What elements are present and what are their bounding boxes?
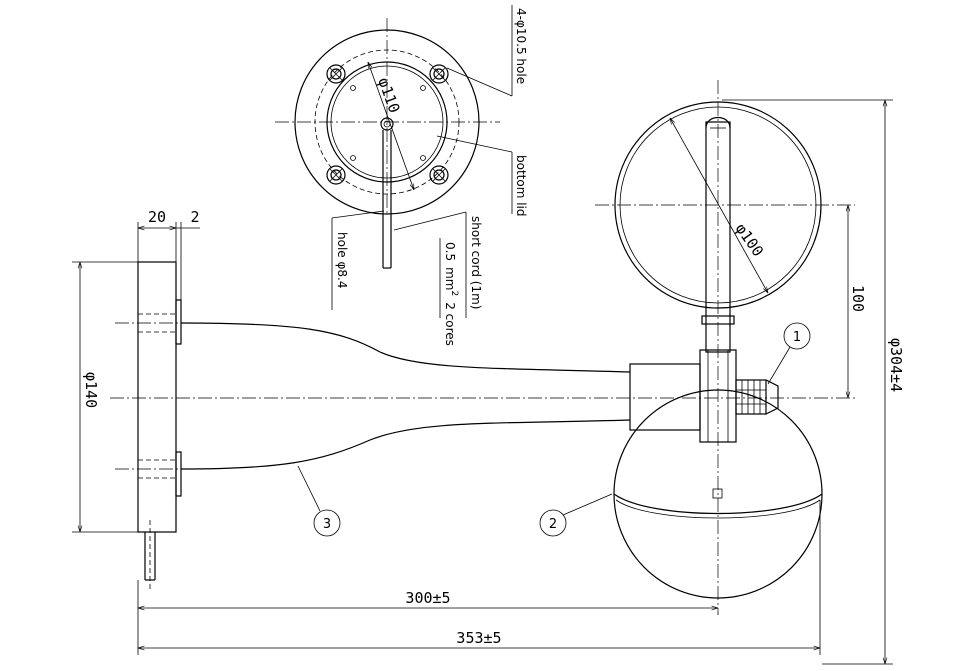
callout-1: 1 xyxy=(767,322,811,385)
flange-step-lower xyxy=(175,451,182,497)
float-dia-label: φ304±4 xyxy=(887,338,905,392)
flange-body xyxy=(137,261,177,533)
arm-length-label: 300±5 xyxy=(405,589,450,607)
arm-upper-edge xyxy=(180,322,631,373)
screw xyxy=(420,85,426,91)
top-view: φ110 4-φ10.5 hole bottom lid hole φ8.4 s… xyxy=(275,5,528,346)
switch-housing xyxy=(629,363,701,431)
svg-text:3: 3 xyxy=(323,517,331,532)
bottom-lid-leader xyxy=(436,135,513,153)
mount-hole xyxy=(429,165,449,185)
mount-hole-leader xyxy=(446,67,513,97)
mount-hole xyxy=(326,64,346,84)
flange-step xyxy=(175,299,182,345)
callout-2: 2 xyxy=(539,493,613,537)
cord-hole-leader xyxy=(331,210,385,219)
pcd-dim-line xyxy=(368,62,414,190)
flange-width-label: 20 xyxy=(148,208,166,226)
mount-hole-label: 4-φ10.5 hole xyxy=(514,8,528,84)
switch-dia-label: φ100 xyxy=(732,220,767,260)
arm-lower-edge xyxy=(180,419,631,470)
mount-hole xyxy=(429,64,449,84)
screw xyxy=(350,155,356,161)
pcd-label: φ110 xyxy=(374,75,403,115)
svg-text:1: 1 xyxy=(793,330,801,345)
side-view: φ100 1 2 3 20 2 xyxy=(72,80,905,665)
bottom-lid-label: bottom lid xyxy=(514,155,528,217)
total-length-label: 353±5 xyxy=(456,629,501,647)
screw xyxy=(420,155,426,161)
cord-hole-label: hole φ8.4 xyxy=(335,232,349,288)
flange-step-label: 2 xyxy=(190,208,199,226)
callout-3: 3 xyxy=(297,465,341,537)
screw xyxy=(350,85,356,91)
thread xyxy=(741,380,761,414)
float-seam xyxy=(613,493,823,515)
cord-spec: 0.5mm22 cores xyxy=(443,242,459,346)
svg-text:0.5mm22 cores: 0.5mm22 cores xyxy=(443,242,459,346)
flange-dia-label: φ140 xyxy=(82,372,100,408)
nut-tip xyxy=(765,379,779,415)
cord-leader xyxy=(393,211,467,231)
switch-dia-dim xyxy=(670,118,768,293)
cord-type-label: short cord (1m) xyxy=(469,216,483,309)
float-offset-label: 100 xyxy=(849,285,867,312)
mount-hole xyxy=(326,165,346,185)
float-seam-inner xyxy=(615,499,821,519)
svg-text:2: 2 xyxy=(549,517,557,532)
adjust-nut xyxy=(735,379,767,415)
float-center-mark xyxy=(712,488,723,499)
